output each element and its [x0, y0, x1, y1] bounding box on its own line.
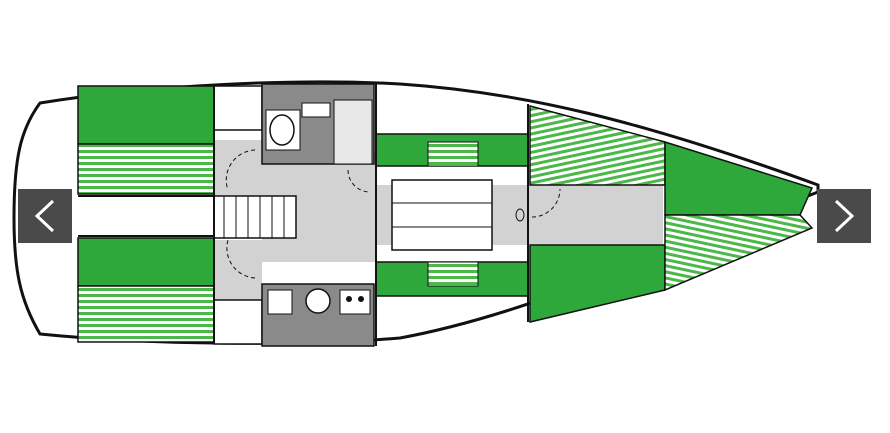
toilet-icon — [269, 114, 295, 146]
fwd-berth-stbd-green — [529, 244, 666, 323]
saloon-table — [391, 179, 493, 251]
aft-berth-stbd-bottom — [77, 285, 215, 343]
chevron-left-icon — [34, 199, 55, 233]
shower — [333, 99, 373, 165]
aft-berth-stbd-top — [77, 237, 215, 287]
stove-icon — [339, 289, 371, 315]
sink-icon — [301, 102, 331, 118]
galley-basin-icon — [305, 288, 331, 314]
previous-image-button[interactable] — [18, 189, 72, 243]
aft-locker-top — [213, 85, 263, 131]
forward-passage — [528, 185, 663, 245]
next-image-button[interactable] — [817, 189, 871, 243]
v-berth-stbd-striped — [664, 214, 814, 292]
chevron-right-icon — [834, 199, 855, 233]
aft-berth-port-top — [77, 85, 215, 145]
aft-locker-bottom — [213, 299, 263, 345]
galley-sink-icon — [267, 289, 293, 315]
aft-berth-port-bottom — [77, 143, 215, 195]
companionway-stairs — [213, 195, 297, 239]
